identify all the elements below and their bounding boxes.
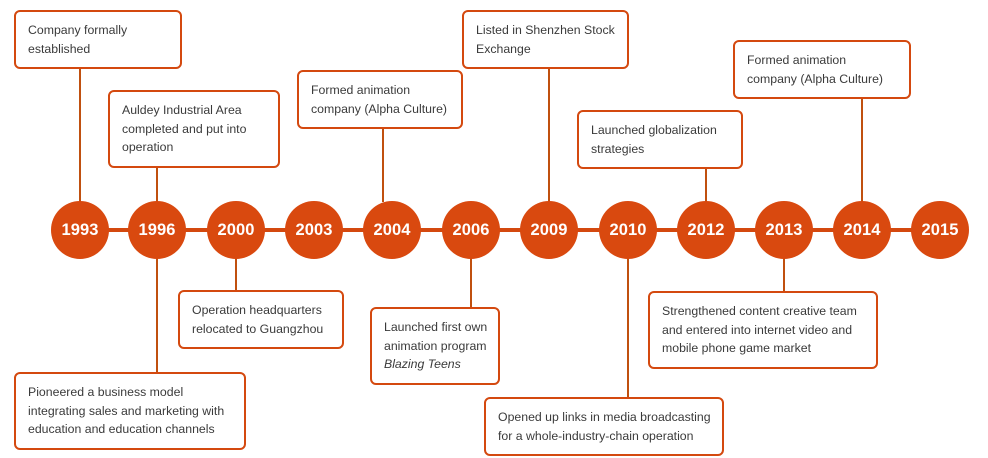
spine-segment [260, 228, 292, 232]
year-label: 1993 [61, 220, 99, 239]
callout-line: integrating sales and marketing with [28, 403, 225, 418]
callout-line: company (Alpha Culture) [747, 71, 884, 86]
year-label: 2009 [530, 220, 568, 239]
year-label: 2012 [687, 220, 725, 239]
callout-line: Formed animation [747, 53, 847, 67]
event-callout-2010-below[interactable]: Opened up links in media broadcasting for… [484, 397, 724, 457]
spine-segment [182, 228, 214, 232]
year-label: 2004 [373, 220, 411, 239]
connector-stem-c2000 [235, 258, 237, 290]
connector-stem-c2012 [705, 161, 707, 202]
year-node-2014[interactable]: 2014 [833, 201, 891, 259]
connector-stem-c2013 [783, 258, 785, 291]
callout-line: animation program [384, 338, 487, 353]
callout-line: Formed animation [311, 83, 411, 97]
year-node-2010[interactable]: 2010 [599, 201, 657, 259]
connector-stem-c2009 [548, 61, 550, 202]
callout-line: for a whole-industry-chain operation [498, 428, 694, 443]
callout-line: established [28, 41, 91, 56]
year-node-1993[interactable]: 1993 [51, 201, 109, 259]
callout-line: operation [122, 140, 174, 155]
year-node-2000[interactable]: 2000 [207, 201, 265, 259]
year-node-2009[interactable]: 2009 [520, 201, 578, 259]
spine-segment [574, 228, 606, 232]
event-callout-2013-below[interactable]: Strengthened content creative team and en… [648, 291, 878, 370]
callout-line: Blazing Teens [384, 357, 461, 372]
spine-segment [104, 228, 136, 232]
callout-line: Listed in Shenzhen Stock [476, 23, 615, 37]
year-node-2012[interactable]: 2012 [677, 201, 735, 259]
callout-line: company (Alpha Culture) [311, 101, 448, 116]
callout-line: mobile phone game market [662, 341, 812, 356]
year-node-2013[interactable]: 2013 [755, 201, 813, 259]
spine-segment [495, 228, 527, 232]
year-label: 2014 [843, 220, 881, 239]
year-node-2003[interactable]: 2003 [285, 201, 343, 259]
event-callout-2014-above[interactable]: Formed animation company (Alpha Culture) [733, 40, 911, 100]
year-node-2015[interactable]: 2015 [911, 201, 969, 259]
callout-line: Company formally [28, 23, 128, 37]
year-label: 1996 [138, 220, 176, 239]
connector-stem-c2003 [382, 121, 384, 202]
callout-line: strategies [591, 141, 645, 156]
spine-segment [809, 228, 841, 232]
year-node-2006[interactable]: 2006 [442, 201, 500, 259]
year-label: 2015 [921, 220, 959, 239]
connector-stem-c2010 [627, 258, 629, 397]
connector-stem-c1996a [156, 164, 158, 202]
event-callout-2012-above[interactable]: Launched globalization strategies [577, 110, 743, 170]
spine-segment [652, 228, 684, 232]
callout-line: relocated to Guangzhou [192, 321, 324, 336]
spine-segment [339, 228, 371, 232]
event-callout-1996-below[interactable]: Pioneered a business model integrating sa… [14, 372, 246, 451]
callout-line: education and education channels [28, 422, 215, 437]
connector-stem-c1993 [79, 61, 81, 202]
connector-stem-c2014 [861, 91, 863, 202]
spine-segment [887, 228, 919, 232]
callout-line: Launched globalization [591, 123, 717, 137]
callout-line: Operation headquarters [192, 303, 322, 317]
year-label: 2013 [765, 220, 803, 239]
callout-line: Launched first own [384, 320, 488, 334]
event-callout-2003-above[interactable]: Formed animation company (Alpha Culture) [297, 70, 463, 130]
connector-stem-c2004 [470, 258, 472, 307]
callout-line: completed and put into [122, 121, 247, 136]
year-label: 2010 [609, 220, 647, 239]
spine-segment [730, 228, 762, 232]
year-node-2004[interactable]: 2004 [363, 201, 421, 259]
callout-line: Strengthened content creative team [662, 304, 857, 318]
callout-line: and entered into internet video and [662, 322, 853, 337]
event-callout-1993-above[interactable]: Company formally established [14, 10, 182, 70]
year-label: 2003 [295, 220, 333, 239]
callout-line: Pioneered a business model [28, 385, 184, 399]
event-callout-1996-above[interactable]: Auldey Industrial Area completed and put … [108, 90, 280, 169]
connector-stem-c1996b [156, 258, 158, 372]
year-node-1996[interactable]: 1996 [128, 201, 186, 259]
callout-line: Auldey Industrial Area [122, 103, 242, 117]
year-label: 2000 [217, 220, 255, 239]
event-callout-2000-below[interactable]: Operation headquarters relocated to Guang… [178, 290, 344, 350]
callout-line: Opened up links in media broadcasting [498, 410, 711, 424]
callout-line: Exchange [476, 41, 531, 56]
spine-segment [417, 228, 449, 232]
year-label: 2006 [452, 220, 490, 239]
